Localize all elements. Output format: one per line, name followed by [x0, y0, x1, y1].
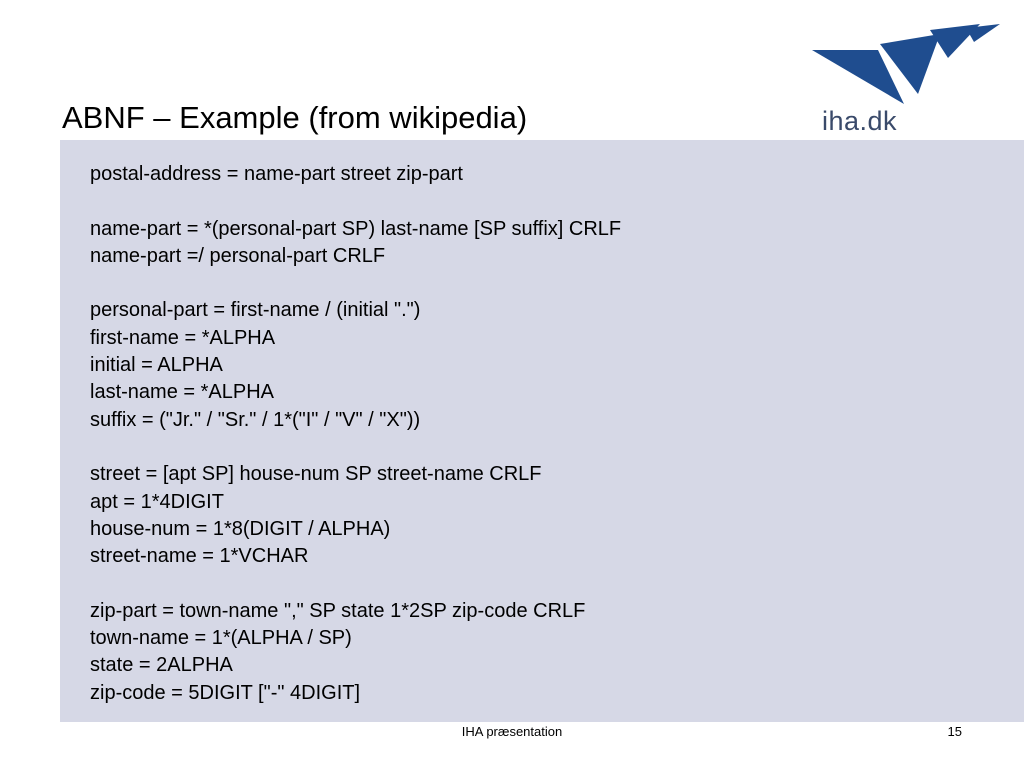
abnf-code-box: postal-address = name-part street zip-pa… [60, 140, 1024, 722]
blank-line [90, 188, 621, 215]
code-line: name-part =/ personal-part CRLF [90, 244, 386, 267]
code-line: town-name = 1*(ALPHA / SP) [90, 627, 352, 650]
code-line: initial = ALPHA [90, 354, 223, 377]
page-number: 15 [947, 724, 962, 739]
code-line: street = [apt SP] house-num SP street-na… [90, 463, 542, 486]
logo-text: iha.dk [822, 106, 898, 136]
abnf-code-lines: postal-address = name-part street zip-pa… [90, 161, 621, 707]
code-line: street-name = 1*VCHAR [90, 545, 309, 568]
code-line: state = 2ALPHA [90, 654, 233, 677]
code-line: apt = 1*4DIGIT [90, 490, 224, 513]
iha-logo: iha.dk [808, 20, 1008, 140]
footer-title: IHA præsentation [461, 724, 563, 739]
code-line: first-name = *ALPHA [90, 326, 276, 349]
code-line: house-num = 1*8(DIGIT / ALPHA) [90, 517, 391, 540]
code-line: postal-address = name-part street zip-pa… [90, 163, 463, 185]
code-line: personal-part = first-name / (initial ".… [90, 299, 421, 322]
blank-line [90, 434, 621, 461]
slide-title: ABNF – Example (from wikipedia) [62, 100, 528, 135]
iha-wings-icon [812, 24, 1000, 104]
code-line: zip-part = town-name "," SP state 1*2SP … [90, 599, 586, 622]
code-line: zip-code = 5DIGIT ["-" 4DIGIT] [90, 681, 361, 704]
code-line: name-part = *(personal-part SP) last-nam… [90, 217, 622, 240]
blank-line [90, 570, 621, 597]
code-line: suffix = ("Jr." / "Sr." / 1*("I" / "V" /… [90, 408, 421, 431]
code-line: last-name = *ALPHA [90, 381, 274, 404]
blank-line [90, 270, 621, 297]
